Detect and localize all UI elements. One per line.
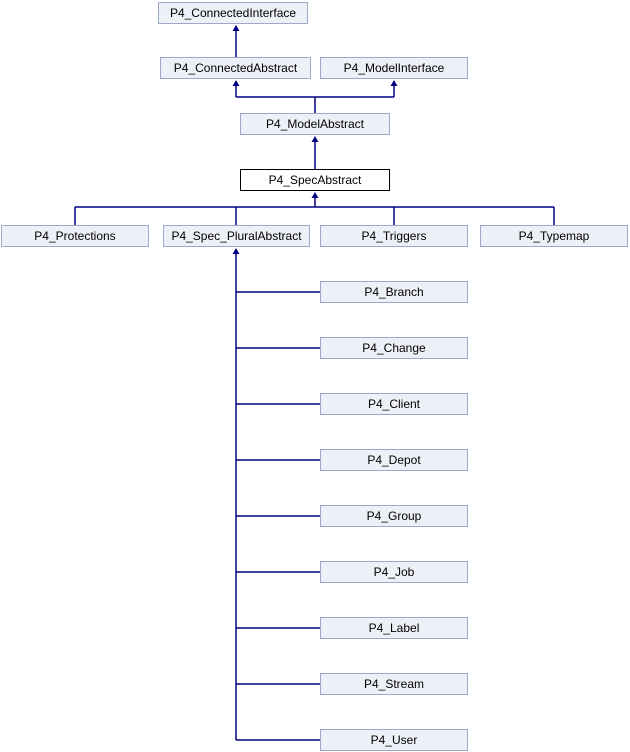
class-node-p4-model-interface[interactable]: P4_ModelInterface: [320, 57, 468, 79]
class-node-p4-stream[interactable]: P4_Stream: [320, 673, 468, 695]
class-node-label: P4_Depot: [367, 453, 421, 467]
inheritance-arrowhead-icon: [232, 248, 240, 254]
class-node-label: P4_Group: [366, 509, 422, 523]
class-node-p4-spec-plural-abstract[interactable]: P4_Spec_PluralAbstract: [163, 225, 310, 247]
inheritance-arrowhead-icon: [390, 80, 398, 86]
class-node-label: P4_ModelAbstract: [265, 117, 365, 131]
inheritance-arrowhead-icon: [311, 192, 319, 198]
class-node-label: P4_Triggers: [361, 229, 427, 243]
class-node-p4-change[interactable]: P4_Change: [320, 337, 468, 359]
class-node-p4-protections[interactable]: P4_Protections: [1, 225, 149, 247]
class-node-label: P4_Change: [362, 341, 426, 355]
class-node-p4-user[interactable]: P4_User: [320, 729, 468, 751]
class-node-p4-model-abstract[interactable]: P4_ModelAbstract: [240, 113, 390, 135]
class-node-p4-spec-abstract: P4_SpecAbstract: [240, 169, 390, 191]
class-node-p4-label[interactable]: P4_Label: [320, 617, 468, 639]
class-node-p4-client[interactable]: P4_Client: [320, 393, 468, 415]
inheritance-arrowhead-icon: [232, 25, 240, 31]
class-node-p4-connected-interface[interactable]: P4_ConnectedInterface: [158, 2, 308, 24]
class-node-label: P4_ModelInterface: [343, 61, 445, 75]
inheritance-arrowhead-icon: [232, 80, 240, 86]
class-node-p4-typemap[interactable]: P4_Typemap: [480, 225, 628, 247]
class-node-label: P4_ConnectedInterface: [169, 6, 297, 20]
class-node-label: P4_Job: [373, 565, 415, 579]
inheritance-arrowhead-icon: [311, 136, 319, 142]
class-node-label: P4_ConnectedAbstract: [173, 61, 298, 75]
class-node-label: P4_Typemap: [518, 229, 590, 243]
class-node-p4-branch[interactable]: P4_Branch: [320, 281, 468, 303]
class-node-label: P4_Branch: [364, 285, 424, 299]
class-node-p4-triggers[interactable]: P4_Triggers: [320, 225, 468, 247]
class-node-p4-connected-abstract[interactable]: P4_ConnectedAbstract: [160, 57, 311, 79]
class-node-label: P4_Label: [368, 621, 420, 635]
class-node-label: P4_SpecAbstract: [268, 173, 362, 187]
class-node-p4-group[interactable]: P4_Group: [320, 505, 468, 527]
class-node-label: P4_Stream: [363, 677, 425, 691]
class-node-label: P4_User: [370, 733, 418, 747]
class-node-label: P4_Spec_PluralAbstract: [171, 229, 302, 243]
class-node-label: P4_Protections: [34, 229, 116, 243]
class-node-p4-depot[interactable]: P4_Depot: [320, 449, 468, 471]
class-node-p4-job[interactable]: P4_Job: [320, 561, 468, 583]
class-node-label: P4_Client: [367, 397, 421, 411]
